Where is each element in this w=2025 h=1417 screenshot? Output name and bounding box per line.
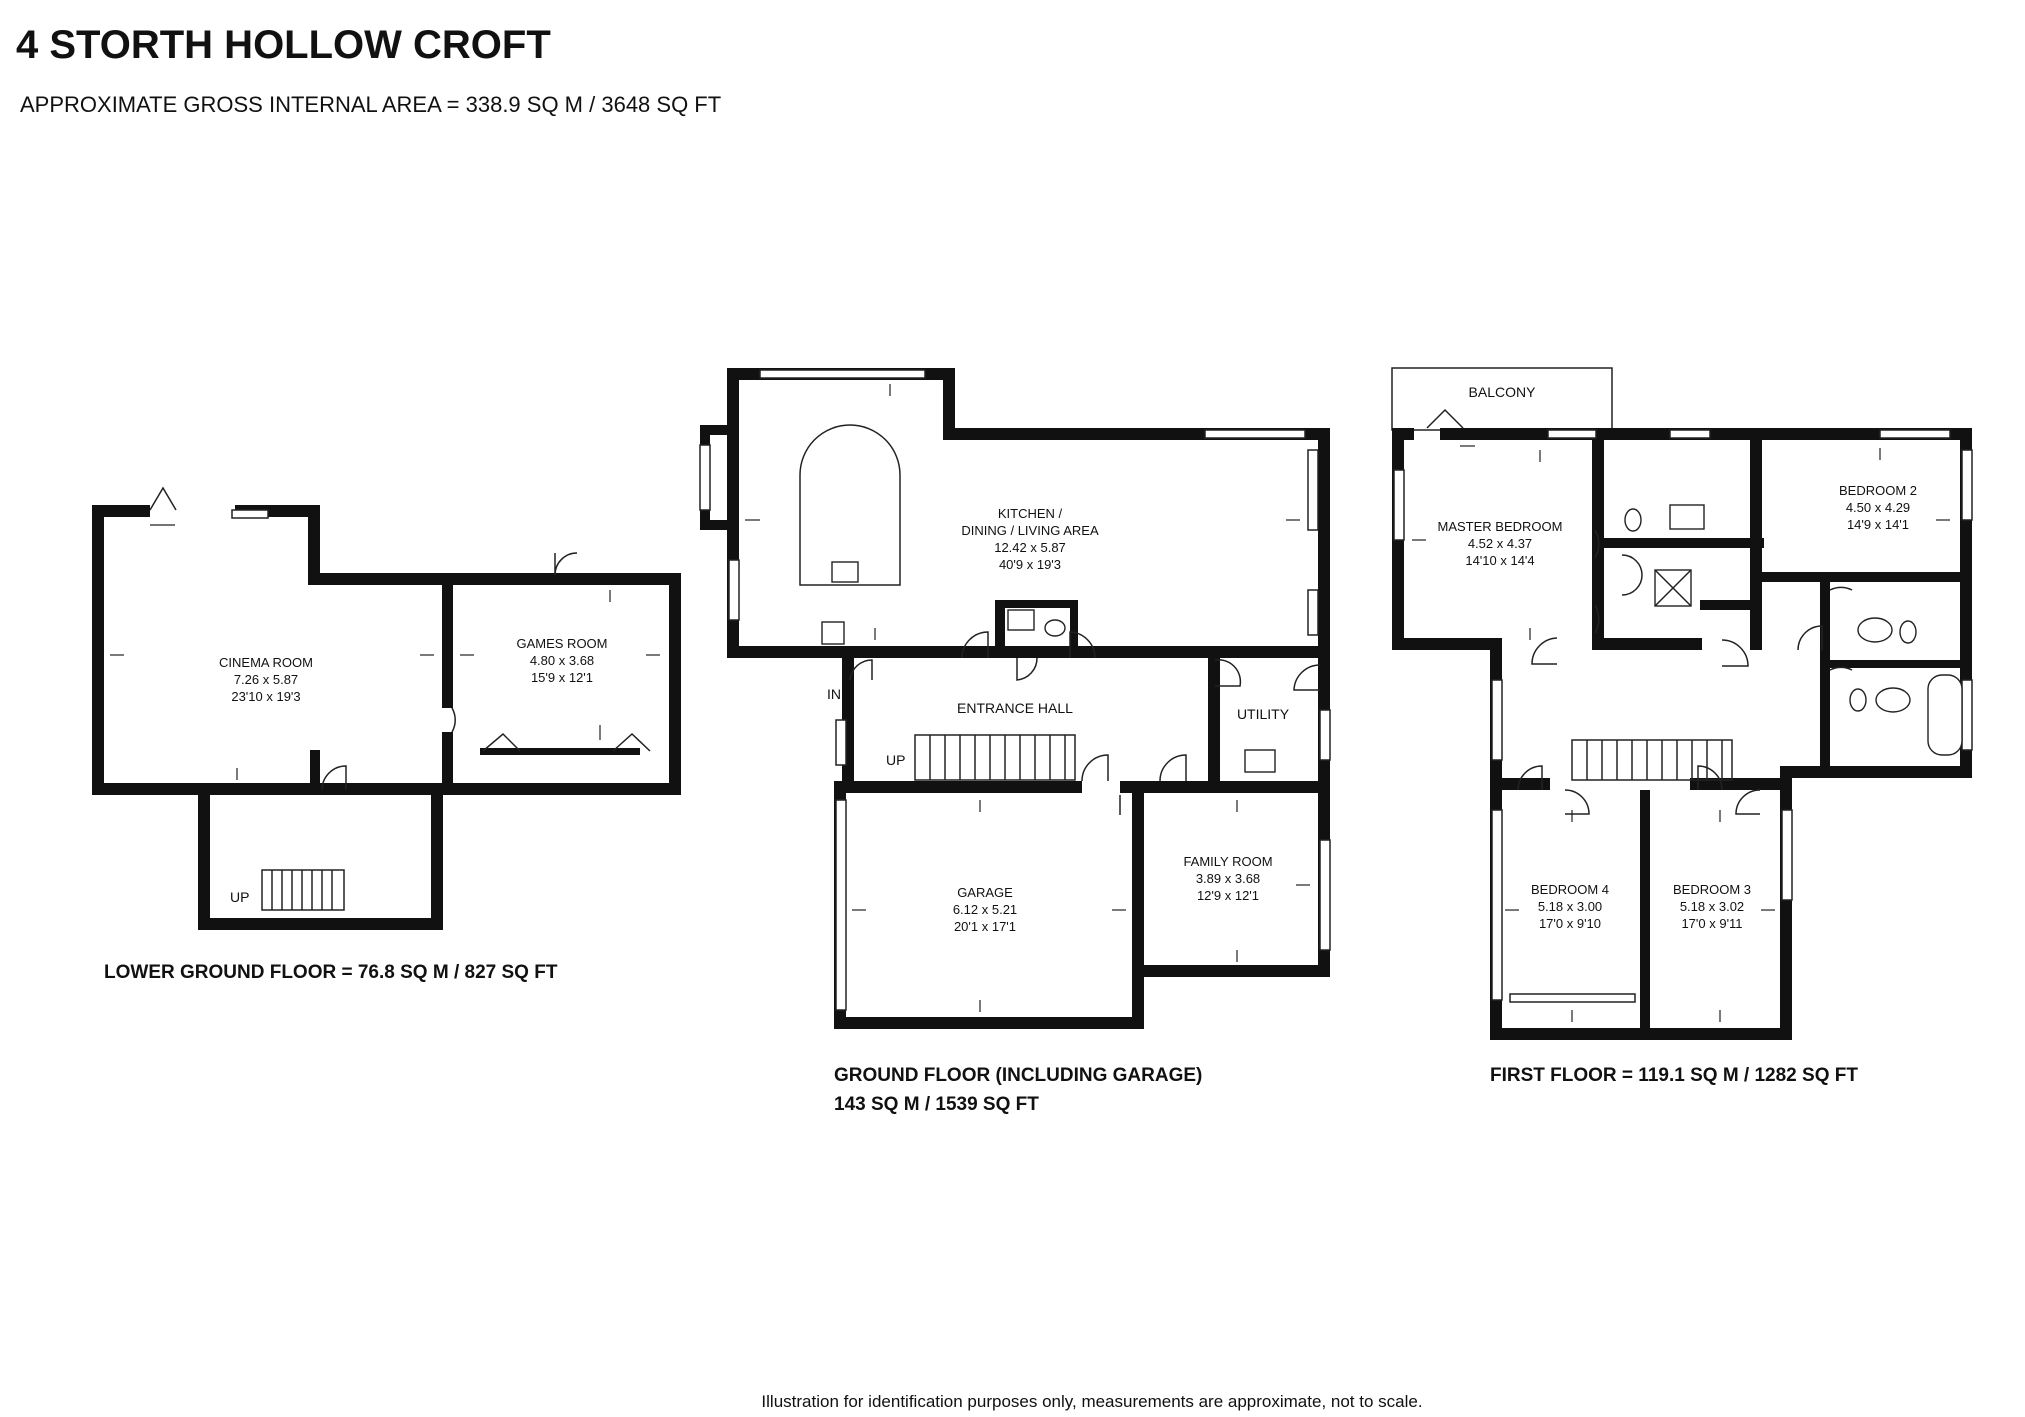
kitchen-label-line2: DINING / LIVING AREA bbox=[961, 523, 1099, 538]
utility-label: UTILITY bbox=[1237, 706, 1290, 722]
family-room-imperial: 12'9 x 12'1 bbox=[1197, 888, 1259, 903]
bedroom-2-metric: 4.50 x 4.29 bbox=[1846, 500, 1910, 515]
first-floor-plan: BALCONY MASTER BEDROOM 4.52 x 4.37 14'10… bbox=[1391, 367, 1973, 1040]
balcony-label: BALCONY bbox=[1469, 384, 1537, 400]
garage-imperial: 20'1 x 17'1 bbox=[954, 919, 1016, 934]
entrance-hall-label: ENTRANCE HALL bbox=[957, 700, 1073, 716]
family-room-metric: 3.89 x 3.68 bbox=[1196, 871, 1260, 886]
bedroom-3-metric: 5.18 x 3.02 bbox=[1680, 899, 1744, 914]
property-title: 4 STORTH HOLLOW CROFT bbox=[16, 23, 551, 67]
first-floor-caption: FIRST FLOOR = 119.1 SQ M / 1282 SQ FT bbox=[1490, 1065, 1858, 1086]
entrance-in-label: IN bbox=[827, 686, 841, 702]
lower-ground-floor-caption: LOWER GROUND FLOOR = 76.8 SQ M / 827 SQ … bbox=[104, 962, 558, 983]
garage-metric: 6.12 x 5.21 bbox=[953, 902, 1017, 917]
ground-stair-up-label: UP bbox=[886, 752, 905, 768]
games-room-label: GAMES ROOM bbox=[516, 636, 607, 651]
master-bedroom-imperial: 14'10 x 14'4 bbox=[1465, 553, 1534, 568]
kitchen-imperial: 40'9 x 19'3 bbox=[999, 557, 1061, 572]
cinema-room-imperial: 23'10 x 19'3 bbox=[231, 689, 300, 704]
bedroom-4-label: BEDROOM 4 bbox=[1531, 882, 1609, 897]
master-bedroom-label: MASTER BEDROOM bbox=[1438, 519, 1563, 534]
lower-ground-floor-plan: CINEMA ROOM 7.26 x 5.87 23'10 x 19'3 GAM… bbox=[92, 486, 681, 930]
ground-floor-plan: KITCHEN / DINING / LIVING AREA 12.42 x 5… bbox=[699, 368, 1331, 1029]
master-bedroom-metric: 4.52 x 4.37 bbox=[1468, 536, 1532, 551]
lower-stair-up-label: UP bbox=[230, 889, 249, 905]
garage-label: GARAGE bbox=[957, 885, 1013, 900]
kitchen-metric: 12.42 x 5.87 bbox=[994, 540, 1066, 555]
bedroom-4-metric: 5.18 x 3.00 bbox=[1538, 899, 1602, 914]
disclaimer-footer: Illustration for identification purposes… bbox=[761, 1392, 1422, 1411]
bedroom-2-label: BEDROOM 2 bbox=[1839, 483, 1917, 498]
bedroom-3-imperial: 17'0 x 9'11 bbox=[1681, 916, 1742, 931]
kitchen-label-line1: KITCHEN / bbox=[998, 506, 1063, 521]
cinema-room-metric: 7.26 x 5.87 bbox=[234, 672, 298, 687]
gross-area-subtitle: APPROXIMATE GROSS INTERNAL AREA = 338.9 … bbox=[20, 92, 721, 117]
ground-floor-caption-line2: 143 SQ M / 1539 SQ FT bbox=[834, 1094, 1039, 1115]
bedroom-2-imperial: 14'9 x 14'1 bbox=[1847, 517, 1909, 532]
ground-floor-caption-line1: GROUND FLOOR (INCLUDING GARAGE) bbox=[834, 1065, 1202, 1086]
bedroom-3-label: BEDROOM 3 bbox=[1673, 882, 1751, 897]
games-room-imperial: 15'9 x 12'1 bbox=[531, 670, 593, 685]
cinema-room-label: CINEMA ROOM bbox=[219, 655, 313, 670]
family-room-label: FAMILY ROOM bbox=[1183, 854, 1272, 869]
bedroom-4-imperial: 17'0 x 9'10 bbox=[1539, 916, 1601, 931]
games-room-metric: 4.80 x 3.68 bbox=[530, 653, 594, 668]
